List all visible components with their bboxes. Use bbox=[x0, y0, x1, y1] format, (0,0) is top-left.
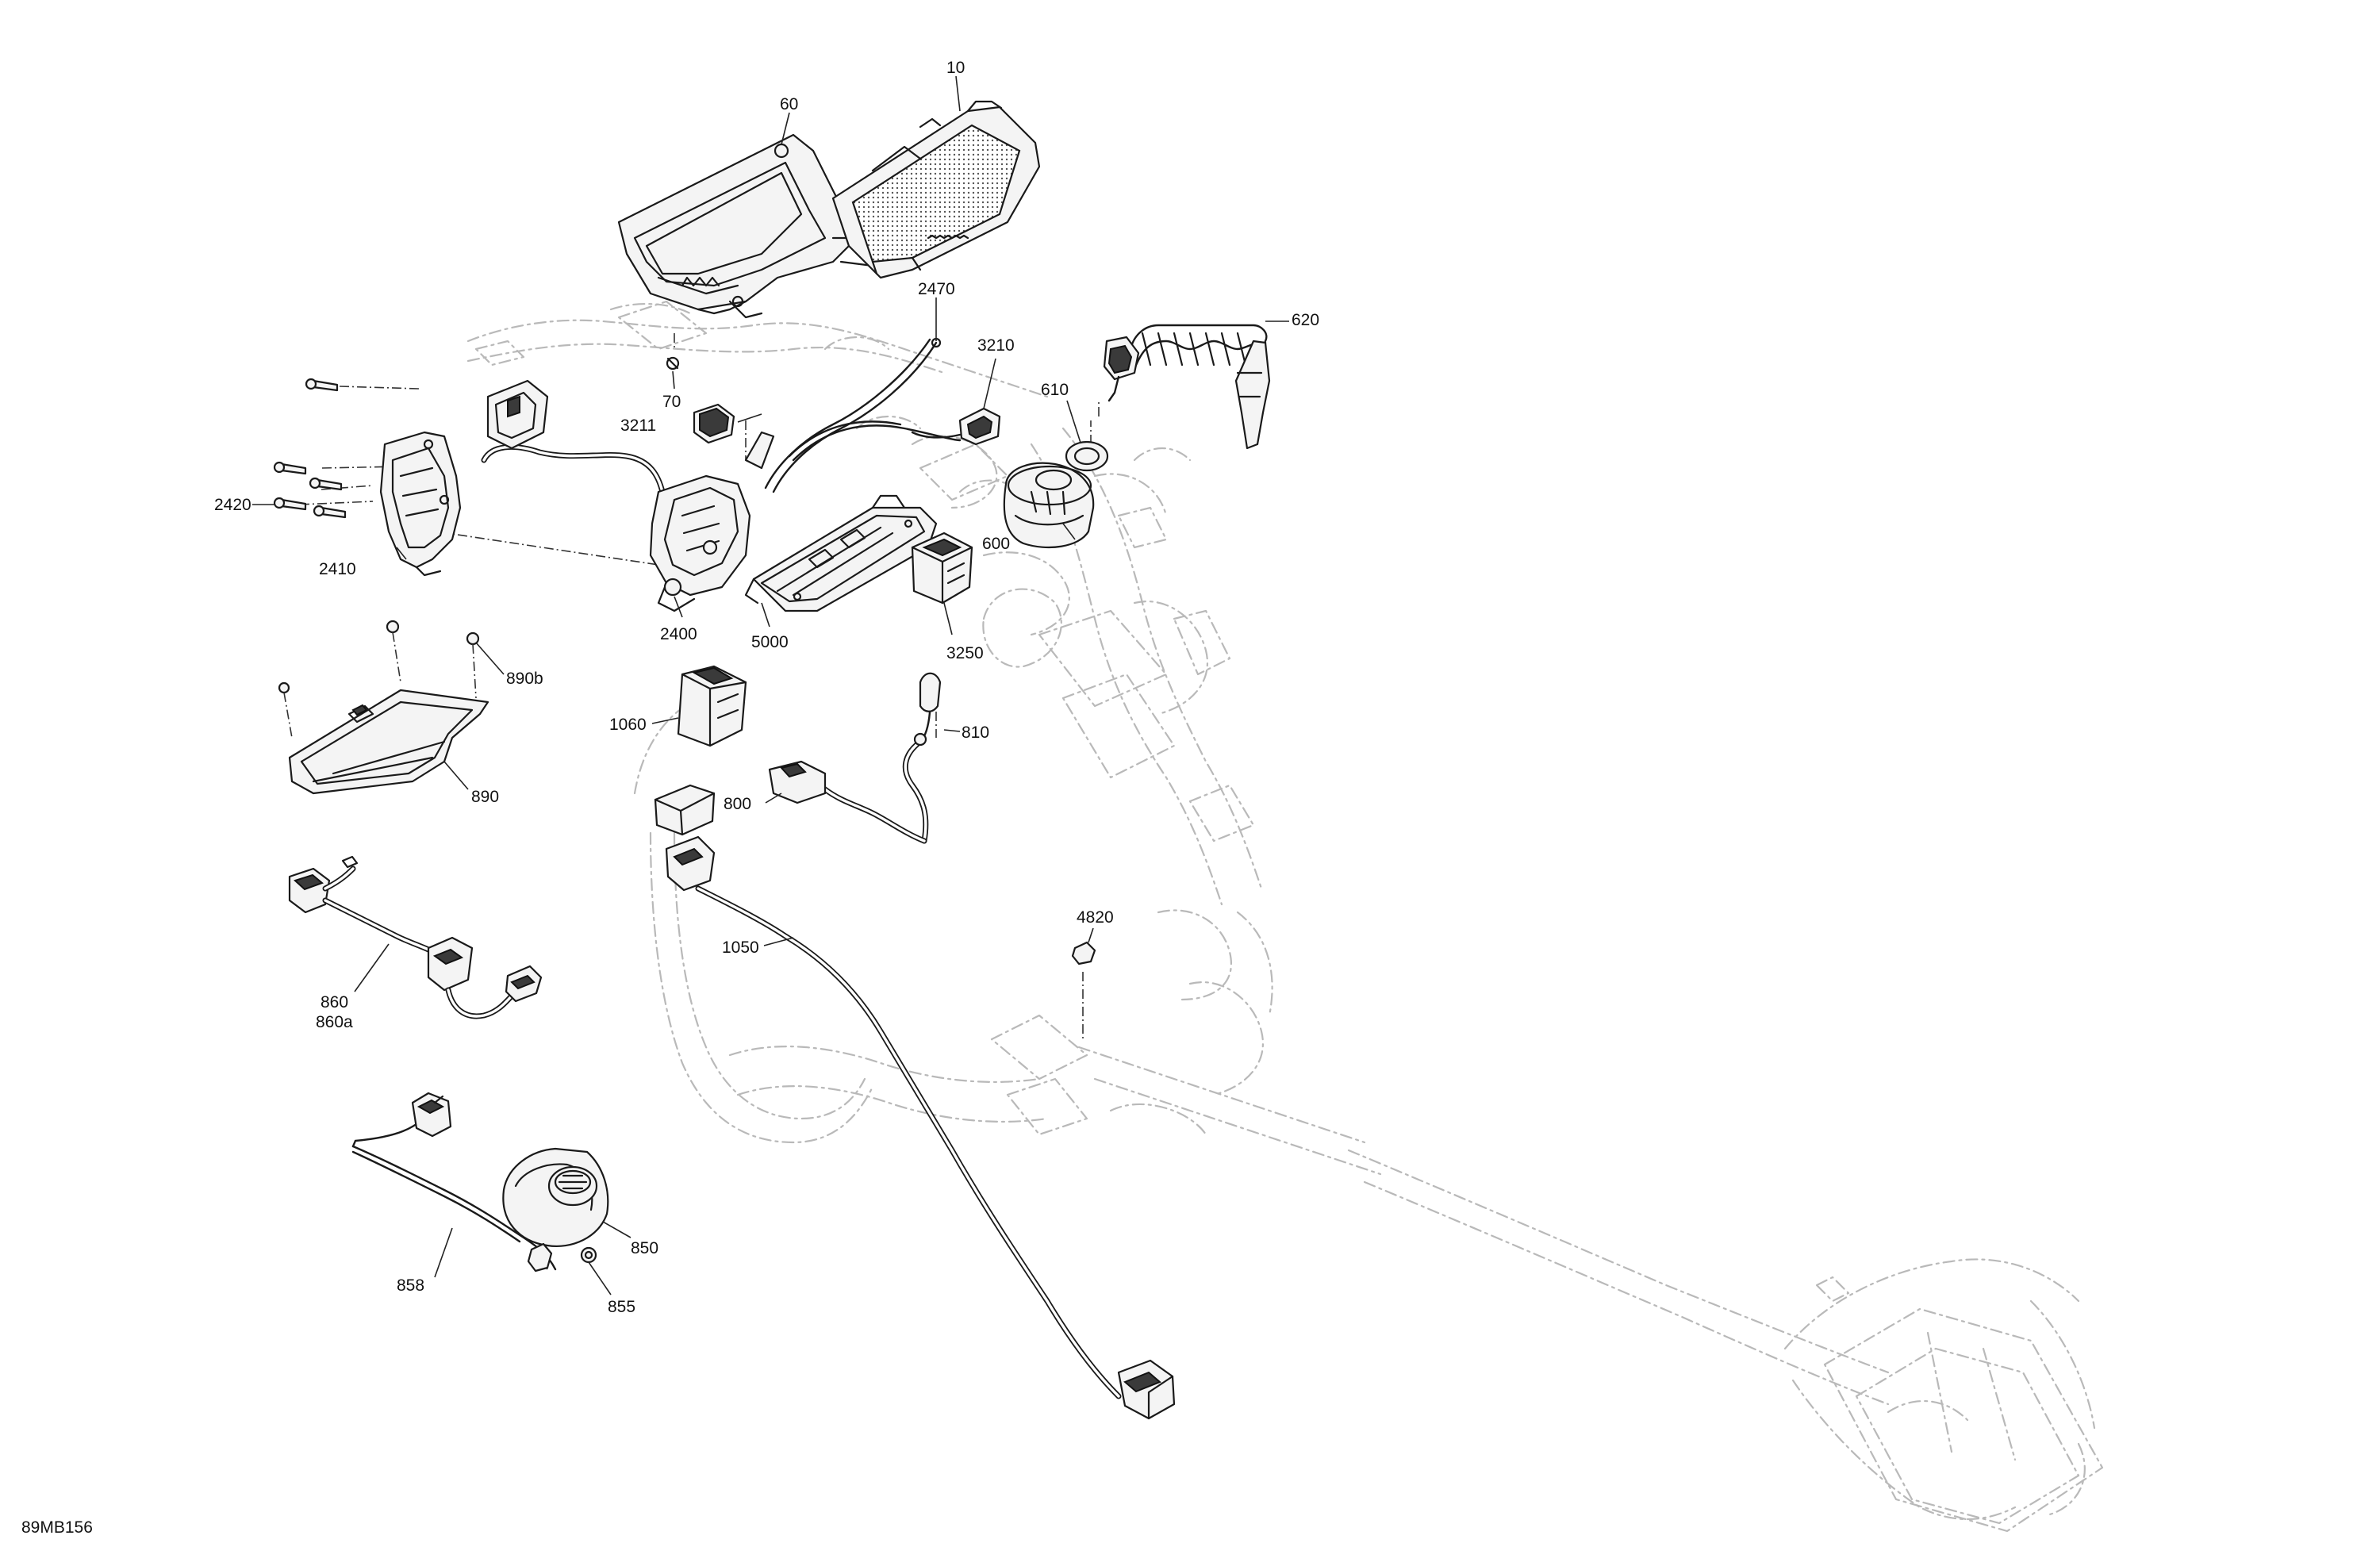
part-810-800-harness bbox=[765, 672, 961, 844]
callout-60: 60 bbox=[780, 95, 798, 113]
part-850-controller bbox=[351, 1092, 631, 1295]
callout-800: 800 bbox=[724, 795, 751, 813]
callout-2470: 2470 bbox=[918, 280, 955, 298]
callout-1060: 1060 bbox=[609, 716, 647, 734]
part-4820-clip bbox=[1071, 927, 1096, 965]
callout-850: 850 bbox=[631, 1239, 658, 1257]
part-70-clip bbox=[666, 356, 680, 370]
ghost-frame bbox=[466, 300, 2104, 1533]
callout-2410: 2410 bbox=[319, 560, 356, 578]
callout-810: 810 bbox=[962, 724, 989, 742]
callout-labels: 10 60 70 2470 3210 3211 620 610 600 2420… bbox=[21, 59, 1319, 1537]
callout-70: 70 bbox=[662, 393, 681, 411]
part-60-dash-bracket bbox=[617, 133, 906, 319]
part-2470-cable bbox=[764, 337, 962, 493]
part-2410-switch-housing bbox=[379, 431, 462, 577]
part-3210-sensor bbox=[911, 407, 1001, 446]
callout-610: 610 bbox=[1041, 381, 1069, 399]
part-2420-screws bbox=[252, 378, 347, 519]
callout-600: 600 bbox=[982, 535, 1010, 553]
part-1050-harness bbox=[654, 784, 1176, 1420]
part-860-harness bbox=[288, 855, 543, 1019]
callout-10: 10 bbox=[946, 59, 965, 77]
part-5000-module bbox=[744, 494, 938, 612]
callout-2420: 2420 bbox=[214, 496, 251, 514]
callout-5000: 5000 bbox=[751, 633, 789, 651]
callout-3210: 3210 bbox=[977, 336, 1015, 355]
part-10-instrument-cluster bbox=[831, 100, 1041, 279]
part-3250-switch bbox=[911, 532, 973, 605]
diagram-reference-code: 89MB156 bbox=[21, 1518, 93, 1537]
callout-858: 858 bbox=[397, 1276, 424, 1295]
callout-4820: 4820 bbox=[1077, 908, 1114, 927]
part-3211-connector bbox=[693, 403, 762, 444]
part-610-ring bbox=[1065, 440, 1109, 472]
callout-855: 855 bbox=[608, 1298, 635, 1316]
part-620-tether bbox=[1103, 324, 1271, 450]
part-2400-handlebar-switch bbox=[481, 379, 775, 612]
callout-620: 620 bbox=[1292, 311, 1319, 329]
callout-860a: 860a bbox=[316, 1013, 353, 1031]
callout-860: 860 bbox=[321, 993, 348, 1011]
callout-2400: 2400 bbox=[660, 625, 697, 643]
part-600-ignition-switch bbox=[1003, 462, 1095, 549]
part-1060-switch bbox=[651, 665, 747, 747]
callout-leaders bbox=[396, 75, 1289, 635]
callout-890: 890 bbox=[471, 788, 499, 806]
callout-3211: 3211 bbox=[620, 416, 656, 435]
callout-3250: 3250 bbox=[946, 644, 984, 662]
callout-890b: 890b bbox=[506, 670, 543, 688]
callout-1050: 1050 bbox=[722, 938, 759, 957]
part-890-tray bbox=[278, 620, 505, 795]
